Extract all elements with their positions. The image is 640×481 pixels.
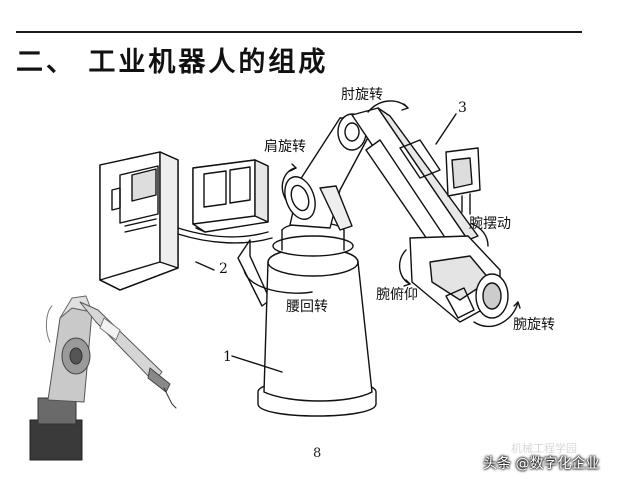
label-wrist-pitch: 腕俯仰: [376, 287, 418, 303]
slide-title: 二、 工业机器人的组成: [16, 47, 329, 78]
robot-base: [257, 221, 377, 417]
label-wrist-rotation: 腕旋转: [513, 317, 555, 333]
title-rule: [16, 31, 582, 33]
label-elbow-rotation: 肘旋转: [341, 87, 383, 103]
leader-line-1: [231, 355, 283, 373]
watermark-faint: 机械工程学园: [511, 442, 577, 455]
watermark-text: 头条 @数字化企业: [483, 456, 600, 472]
label-waist-rotation: 腰回转: [286, 299, 328, 315]
leader-line-3: [435, 113, 457, 145]
robot-wrist: [409, 235, 509, 323]
leader-line-2: [195, 261, 215, 271]
page-number: 8: [313, 446, 322, 461]
wrist-swing-arrow: [471, 223, 489, 247]
label-wrist-swing: 腕摆动: [469, 216, 511, 232]
waist-rotation-arrow: [243, 269, 313, 294]
robot-upper-arm: [351, 107, 479, 259]
industrial-robot-photo: [29, 295, 177, 461]
wrist-pitch-arrow: [399, 249, 411, 285]
robot-lower-arm: [284, 113, 373, 231]
teach-pendant-cabinet: [192, 159, 269, 233]
callout-number-1: 1: [223, 349, 232, 365]
controller-cabinet: [99, 151, 179, 291]
motor-box: [445, 147, 481, 215]
wrist-rotation-arrow: [473, 301, 519, 328]
label-shoulder-rotation: 肩旋转: [264, 139, 306, 155]
callout-number-3: 3: [458, 100, 467, 116]
callout-number-2: 2: [219, 261, 228, 277]
